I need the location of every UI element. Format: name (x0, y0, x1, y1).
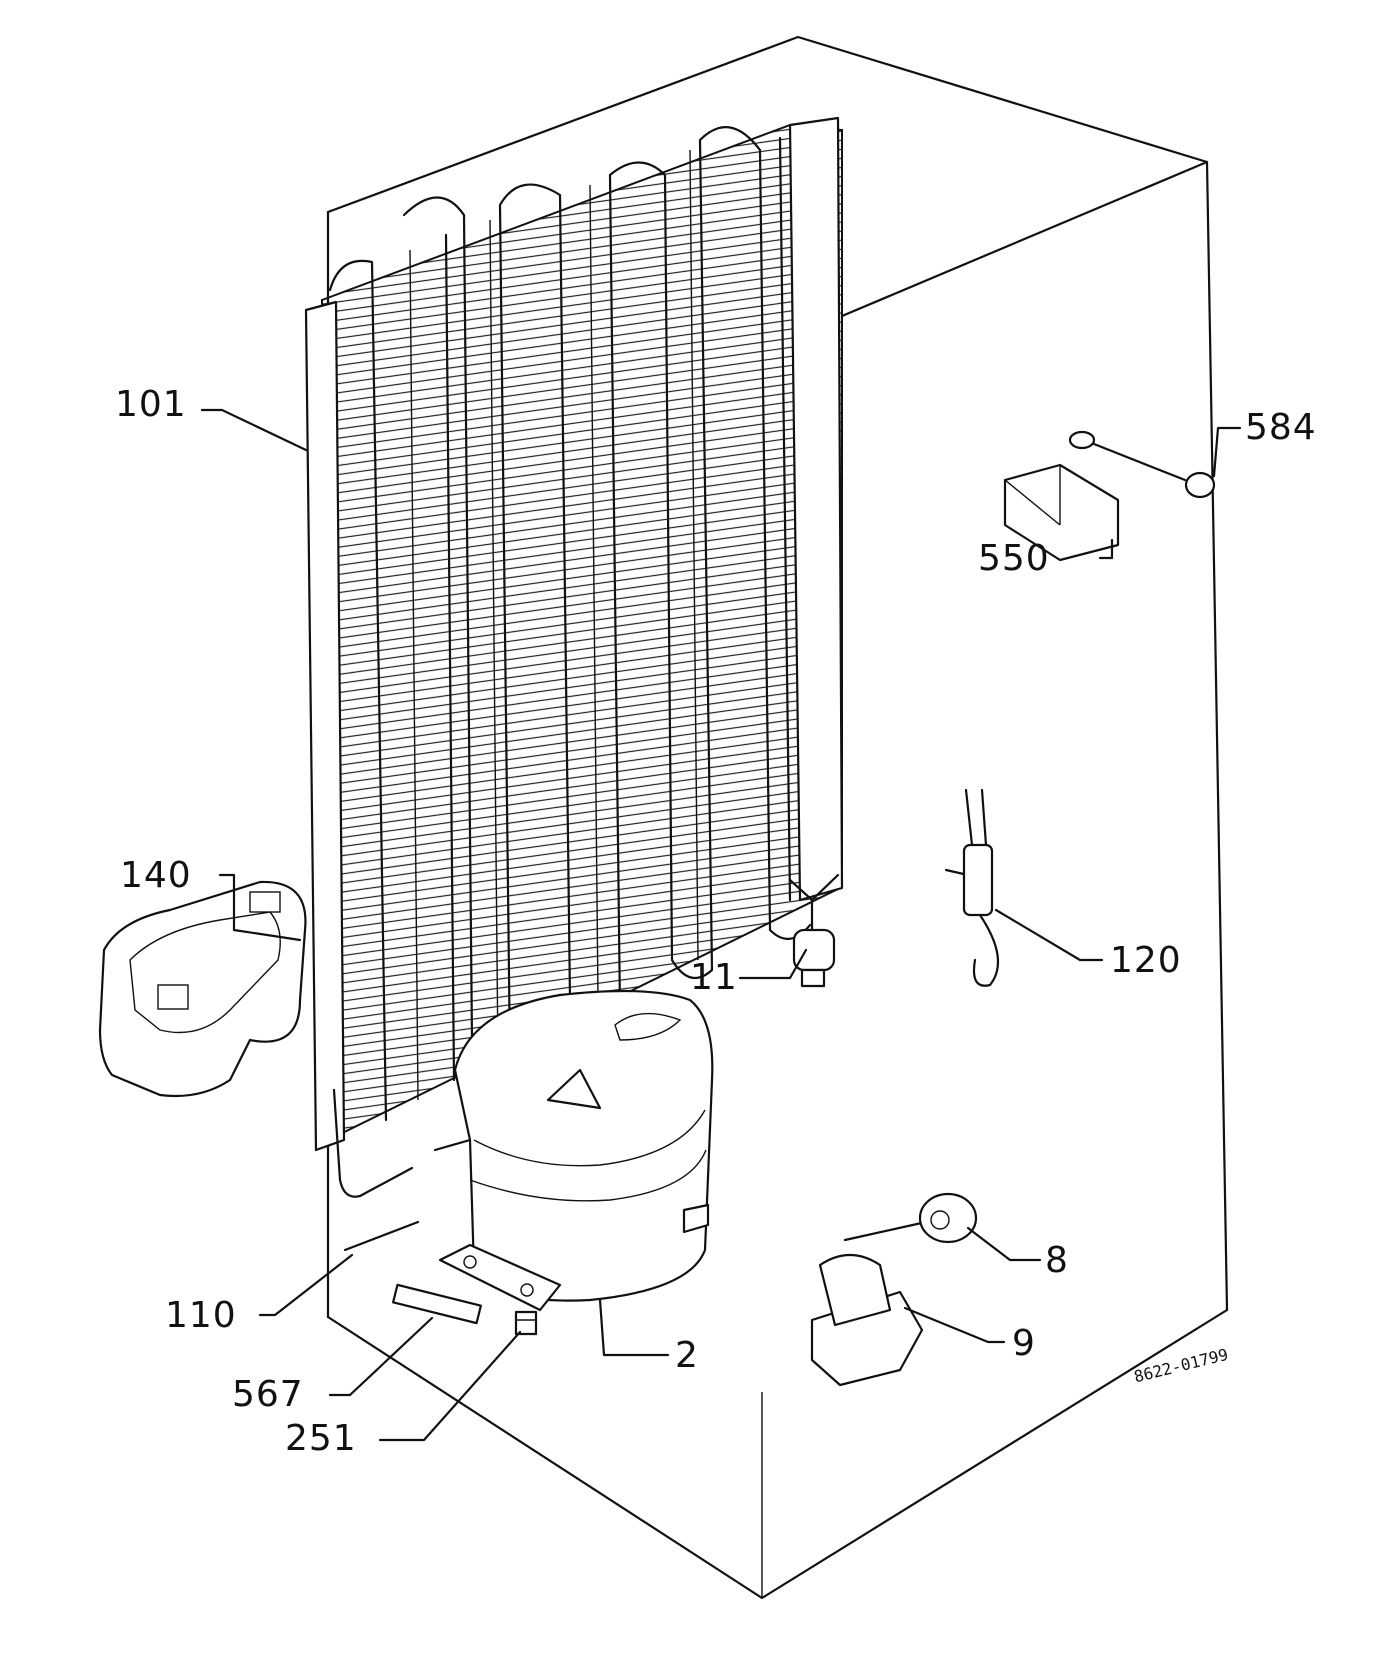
part-label-11: 11 (690, 957, 738, 998)
leader-lines (200, 408, 1242, 1442)
part-label-140: 140 (120, 855, 192, 896)
overload-8 (843, 1192, 978, 1244)
grommet-251 (514, 1310, 538, 1336)
part-label-567: 567 (232, 1374, 304, 1415)
condenser-101 (304, 116, 844, 1152)
sensor-584 (1068, 430, 1216, 499)
plate-567 (391, 1283, 483, 1325)
relay-9 (810, 1254, 924, 1387)
valve-11 (788, 873, 840, 988)
part-label-9: 9 (1012, 1323, 1036, 1364)
piping (332, 1088, 472, 1252)
part-label-584: 584 (1245, 407, 1317, 448)
part-label-2: 2 (675, 1335, 699, 1376)
part-label-101: 101 (115, 384, 187, 425)
part-label-120: 120 (1110, 940, 1182, 981)
compressor-2 (438, 989, 714, 1312)
part-label-8: 8 (1045, 1240, 1069, 1281)
bracket-550 (1003, 463, 1120, 562)
fitting-120 (944, 788, 1000, 987)
part-label-251: 251 (285, 1418, 357, 1459)
part-label-550: 550 (978, 538, 1050, 579)
part-label-110: 110 (165, 1295, 237, 1336)
drip-tray-140 (98, 880, 307, 1098)
